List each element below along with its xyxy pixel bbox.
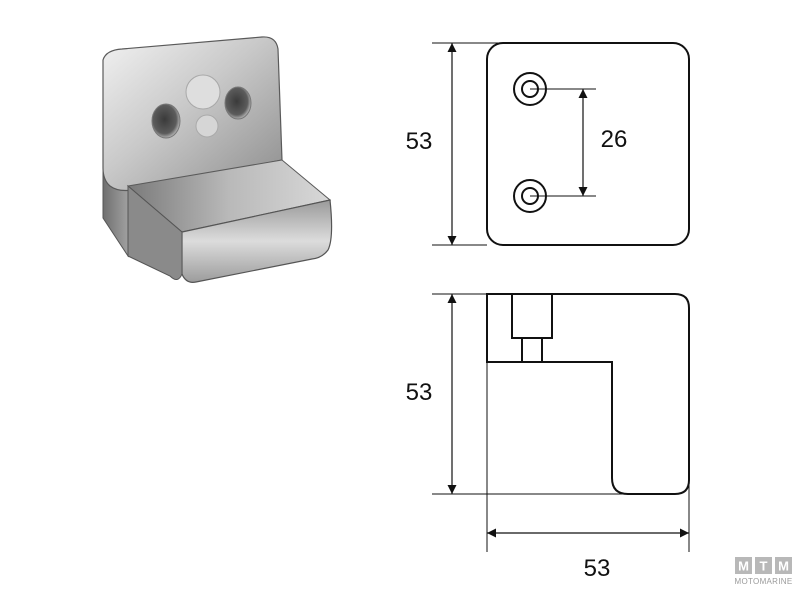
hole-spacing-dimension: 26 <box>578 89 628 196</box>
side-height-dimension: 53 <box>406 293 628 495</box>
side-view <box>486 293 690 495</box>
front-height-label: 53 <box>406 128 433 155</box>
anode-photo <box>102 36 333 283</box>
front-height-dimension: 53 <box>406 42 487 246</box>
watermark-letter-2: T <box>760 559 768 574</box>
side-width-dimension: 53 <box>486 362 690 582</box>
watermark-letter-3: M <box>778 559 789 574</box>
watermark-letter-1: M <box>738 559 749 574</box>
side-height-label: 53 <box>406 379 433 406</box>
front-view <box>486 42 690 246</box>
watermark-caption: MOTOMARINE <box>735 577 793 586</box>
motomarine-watermark: M T M MOTOMARINE <box>735 557 793 586</box>
hole-spacing-label: 26 <box>601 126 628 153</box>
side-width-label: 53 <box>584 555 611 582</box>
